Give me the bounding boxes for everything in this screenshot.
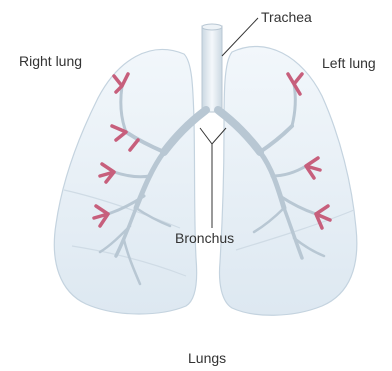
left-lung-shape	[220, 46, 357, 315]
left-lung-label: Left lung	[322, 55, 376, 71]
right-lung-label: Right lung	[19, 53, 82, 69]
bronchus-label: Bronchus	[175, 230, 234, 246]
trachea-label: Trachea	[261, 9, 312, 25]
trachea-opening	[202, 24, 222, 30]
right-lung-shape	[54, 50, 196, 314]
trachea-shape	[202, 26, 222, 112]
diagram-caption: Lungs	[188, 350, 226, 366]
